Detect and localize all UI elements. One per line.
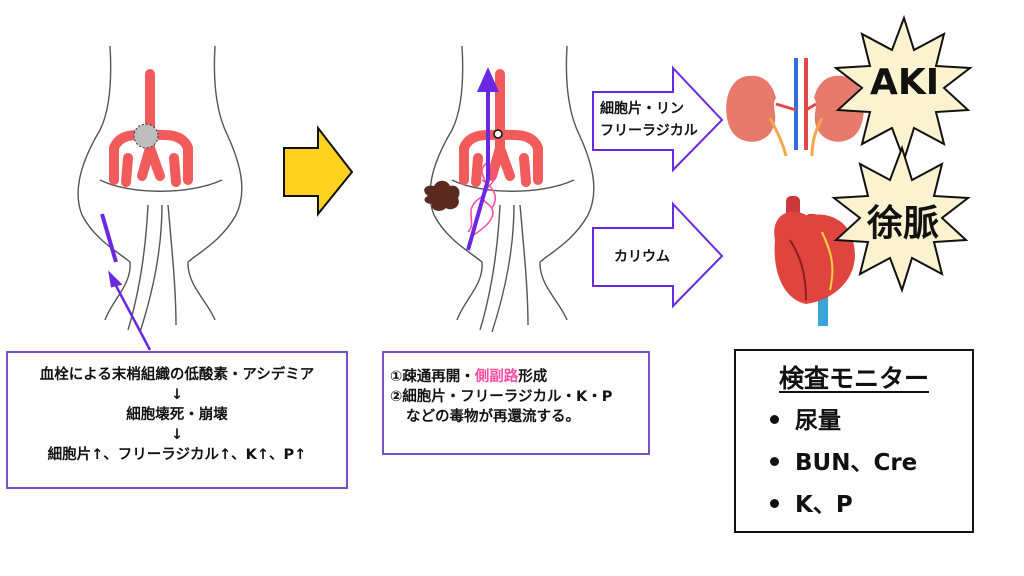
monitor-item-label: BUN、Cre — [795, 450, 918, 476]
arrow-bottom-label: カリウム — [614, 249, 670, 265]
bradycardia-burst-shape — [831, 144, 971, 294]
collateral-highlight: 側副路 — [474, 369, 519, 385]
monitor-item: K、P — [770, 485, 853, 519]
arrow-top-line2: フリーラジカル — [600, 123, 698, 139]
monitoring-box: 検査モニター 尿量 BUN、Cre K、P — [734, 349, 974, 533]
arrow-to-kidney — [592, 65, 724, 173]
reperfusion-arrow — [466, 67, 500, 251]
mid-box-item2-line1: ②細胞片・フリーラジカル・K・P — [390, 389, 613, 405]
down-arrow-1: ↓ — [170, 387, 184, 403]
monitor-title: 検査モニター — [778, 364, 929, 393]
heart-icon — [774, 196, 855, 326]
mid-box-item2-line2: などの毒物が再還流する。 — [406, 409, 580, 425]
clot-fragments-icon — [424, 180, 460, 211]
left-box-line2: 細胞壊死・崩壊 — [126, 407, 228, 423]
monitor-item-label: 尿量 — [795, 408, 841, 434]
aorta-before — [109, 69, 193, 187]
yellow-arrow — [283, 125, 354, 217]
pointer-arrow — [108, 270, 152, 351]
thrombus-icon — [133, 123, 159, 149]
left-box-line1: 血栓による末梢組織の低酸素・アシデミア — [39, 367, 315, 383]
cat-body-before — [77, 45, 243, 333]
bullet-icon — [770, 415, 779, 424]
aorta-after — [459, 69, 543, 187]
arrow-top-label: 細胞片・リン フリーラジカル — [600, 98, 698, 142]
aki-label: AKI — [870, 62, 940, 103]
bradycardia-label: 徐脈 — [866, 203, 939, 244]
left-box-line3: 細胞片↑、フリーラジカル↑、K↑、P↑ — [47, 447, 307, 463]
recanalized-thrombus-icon — [493, 129, 503, 139]
arrow-to-heart — [592, 201, 724, 309]
monitor-item-label: K、P — [795, 492, 853, 518]
down-arrow-2: ↓ — [170, 427, 184, 443]
bullet-icon — [770, 499, 779, 508]
monitor-item: 尿量 — [770, 401, 841, 435]
mid-box-item1: ①疎通再開・側副路形成 — [390, 367, 648, 387]
monitor-item: BUN、Cre — [770, 443, 917, 477]
bullet-icon — [770, 457, 779, 466]
ischemic-segment — [100, 213, 118, 263]
mid-item1-suffix: 形成 — [518, 369, 548, 385]
arrow-top-line1: 細胞片・リン — [600, 101, 684, 117]
pathophysiology-box: 血栓による末梢組織の低酸素・アシデミア ↓ 細胞壊死・崩壊 ↓ 細胞片↑、フリー… — [6, 351, 348, 489]
reperfusion-box: ①疎通再開・側副路形成 ②細胞片・フリーラジカル・K・P などの毒物が再還流する… — [382, 351, 650, 455]
mid-item1-prefix: ①疎通再開・ — [390, 369, 475, 385]
collateral-vessels — [467, 161, 497, 237]
